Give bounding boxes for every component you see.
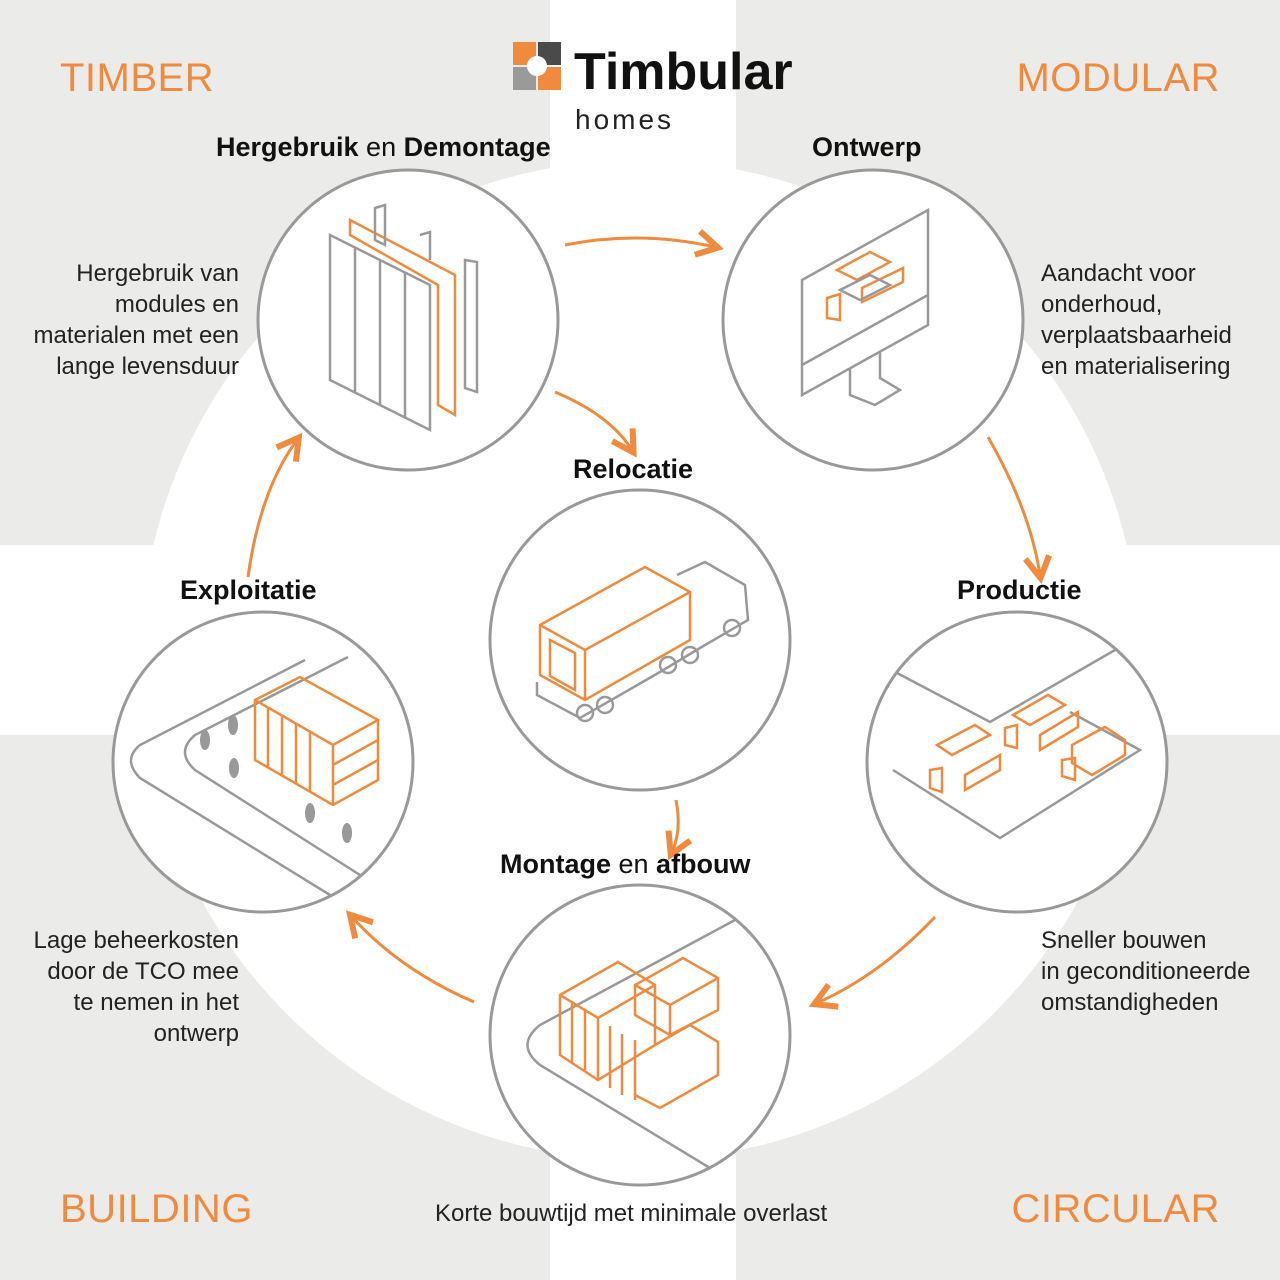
stage-title-ontwerp: Ontwerp (812, 132, 922, 162)
cycle-arrows (246, 238, 1040, 1003)
truck-icon (535, 560, 750, 723)
corner-label-modular: MODULAR (1016, 56, 1220, 100)
corner-label-building: BUILDING (60, 1187, 253, 1231)
stage-desc-montage: Korte bouwtijd met minimale overlast (435, 1200, 828, 1227)
stage-circles (111, 168, 1169, 1187)
corner-label-circular: CIRCULAR (1011, 1187, 1220, 1231)
logo-mark-icon (513, 42, 561, 90)
stage-title-productie: Productie (957, 575, 1082, 605)
stage-desc-productie: Sneller bouwen in geconditioneerde omsta… (1041, 927, 1251, 1016)
stage-desc-ontwerp: Aandacht voor onderhoud, verplaatsbaarhe… (1041, 260, 1232, 380)
corner-label-timber: TIMBER (60, 56, 215, 100)
monitor-icon (800, 207, 930, 407)
stage-title-exploitatie: Exploitatie (180, 575, 317, 605)
stage-desc-exploitatie: Lage beheerkosten door de TCO mee te nem… (33, 927, 240, 1047)
stage-title-montage: Montage en afbouw (500, 849, 751, 879)
modules-stack-icon (526, 918, 736, 1170)
building-site-icon (129, 655, 380, 897)
factory-icon (892, 648, 1143, 840)
brand-sub: homes (575, 104, 675, 135)
stage-title-hergebruik: Hergebruik en Demontage (216, 132, 551, 162)
stage-desc-hergebruik: Hergebruik van modules en materialen met… (33, 260, 239, 380)
brand-name: Timbular (574, 43, 793, 101)
panels-icon (328, 203, 479, 433)
stage-title-relocatie: Relocatie (573, 454, 694, 484)
